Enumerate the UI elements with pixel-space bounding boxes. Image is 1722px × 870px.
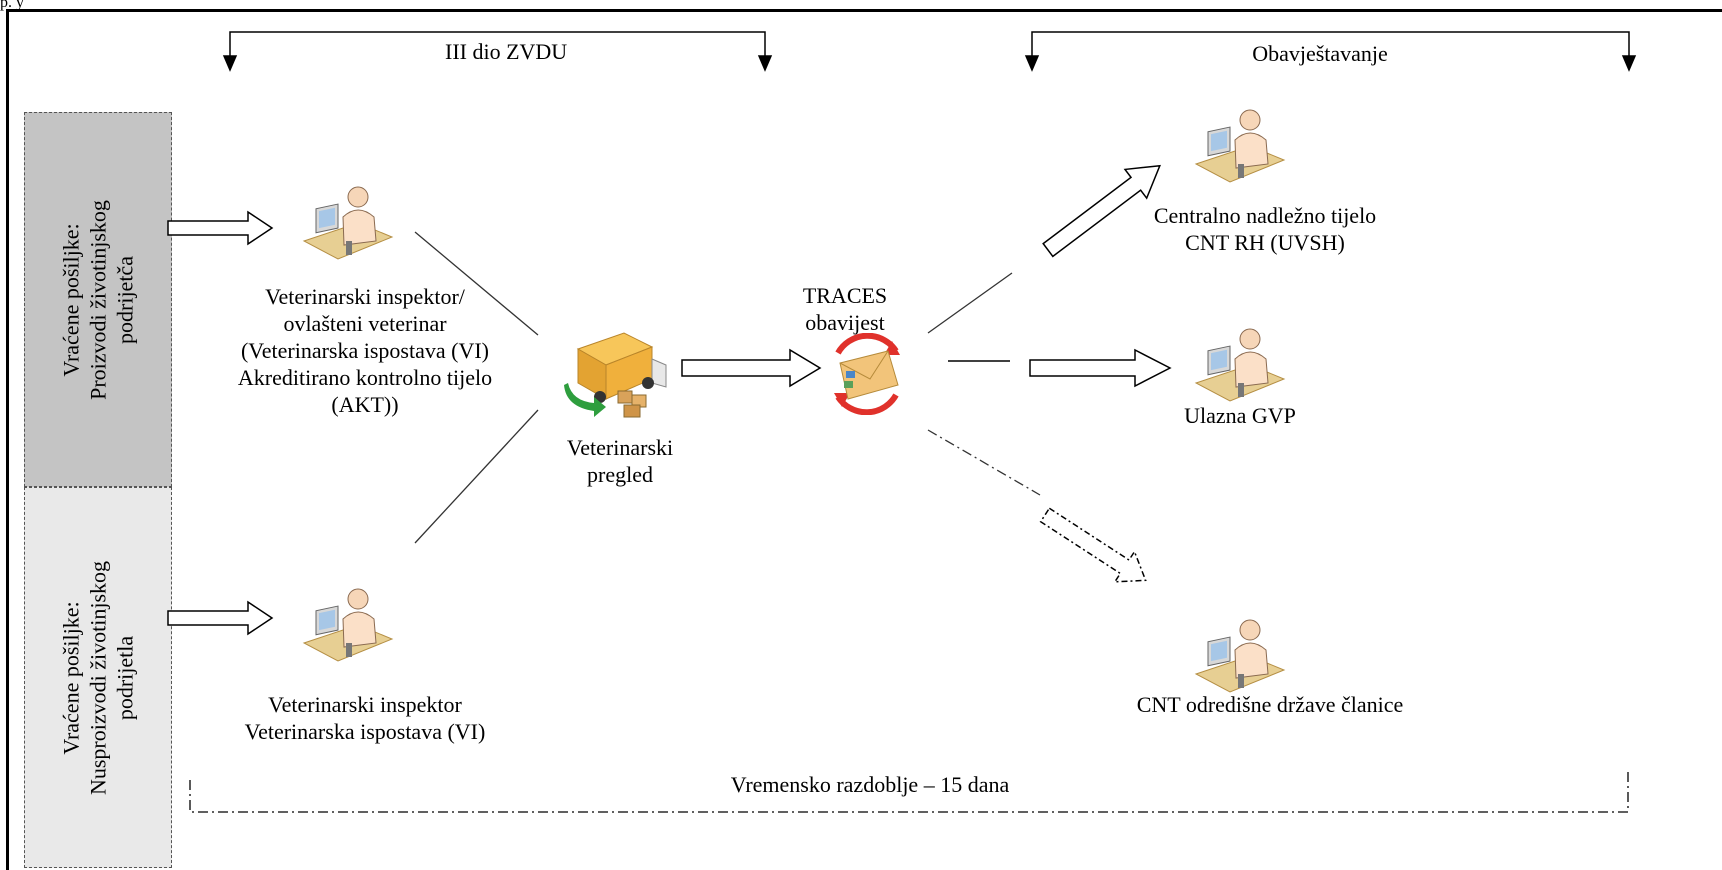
page-fragment: p. y	[0, 0, 24, 11]
side-band-products: Vraćene pošiljke: Proizvodi životinjskog…	[24, 112, 172, 487]
person-at-computer-icon	[302, 588, 394, 662]
node-vet-check: Veterinarski pregled	[566, 435, 674, 487]
person-at-computer-icon	[1194, 109, 1286, 183]
arrow-check-to-traces	[681, 348, 822, 388]
line-inspector-bottom-to-check	[414, 409, 539, 544]
timeline-bracket	[189, 772, 1629, 813]
node-inspector-top: Veterinarski inspektor/ ovlašteni veteri…	[237, 284, 493, 417]
delivery-truck-icon	[564, 332, 667, 418]
timeline-label: Vremensko razdoblje – 15 dana	[730, 772, 1010, 797]
arrow-band-bottom-to-inspector	[167, 600, 274, 636]
diagram-frame	[6, 9, 1722, 870]
node-inspector-bottom: Veterinarski inspektor Veterinarska ispo…	[244, 692, 486, 744]
node-member-state: CNT odredišne države članice	[1136, 692, 1404, 717]
header-bracket-left	[222, 31, 773, 72]
node-traces: TRACES obavijest	[802, 283, 888, 335]
line-inspector-top-to-check	[414, 231, 539, 336]
node-entry-gvp: Ulazna GVP	[1184, 403, 1296, 428]
line-traces-down	[927, 429, 1041, 496]
arrow-to-member-state	[1039, 507, 1147, 583]
arrow-to-gvp	[1029, 348, 1172, 388]
header-bracket-right	[1024, 31, 1637, 72]
node-central-authority: Centralno nadležno tijelo CNT RH (UVSH)	[1153, 203, 1377, 255]
line-traces-up	[927, 272, 1013, 334]
arrow-to-central	[1042, 164, 1161, 258]
side-band-byproducts: Vraćene pošiljke: Nusproizvodi životinjs…	[24, 487, 172, 868]
person-at-computer-icon	[1194, 328, 1286, 402]
person-at-computer-icon	[1194, 619, 1286, 693]
header-zvdu: III dio ZVDU	[445, 39, 568, 64]
refresh-envelope-icon	[834, 333, 900, 415]
arrow-band-top-to-inspector	[167, 210, 274, 246]
header-notification: Obavještavanje	[1252, 41, 1388, 66]
person-at-computer-icon	[302, 186, 394, 260]
